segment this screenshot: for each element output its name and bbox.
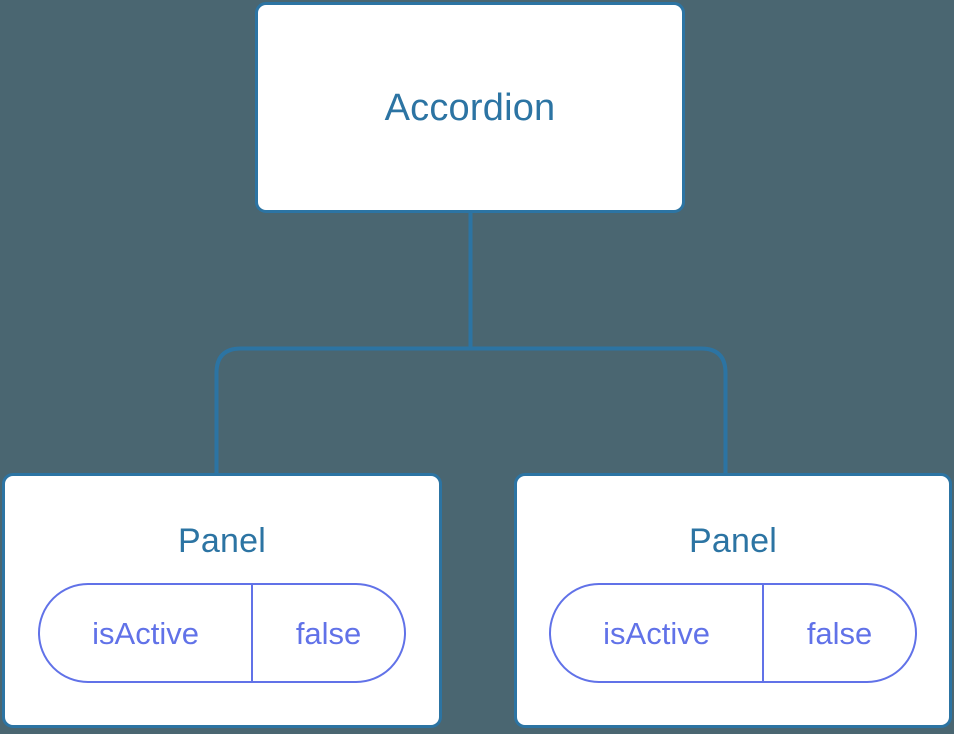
prop-key-label: isActive <box>551 585 765 681</box>
node-panel-left-title: Panel <box>178 522 266 560</box>
prop-key-label: isActive <box>40 585 254 681</box>
node-panel-left[interactable]: Panel isActive false <box>2 473 442 728</box>
node-panel-right[interactable]: Panel isActive false <box>514 473 952 728</box>
node-panel-right-title: Panel <box>689 522 777 560</box>
prop-pill-is-active-right[interactable]: isActive false <box>549 583 917 683</box>
edge-to-panel-left <box>214 346 471 475</box>
node-accordion[interactable]: Accordion <box>255 2 685 213</box>
edge-to-panel-right <box>470 346 728 475</box>
prop-pill-is-active-left[interactable]: isActive false <box>38 583 406 683</box>
prop-value-label: false <box>295 615 362 651</box>
prop-value-label: false <box>806 615 873 651</box>
node-accordion-title: Accordion <box>384 86 556 129</box>
